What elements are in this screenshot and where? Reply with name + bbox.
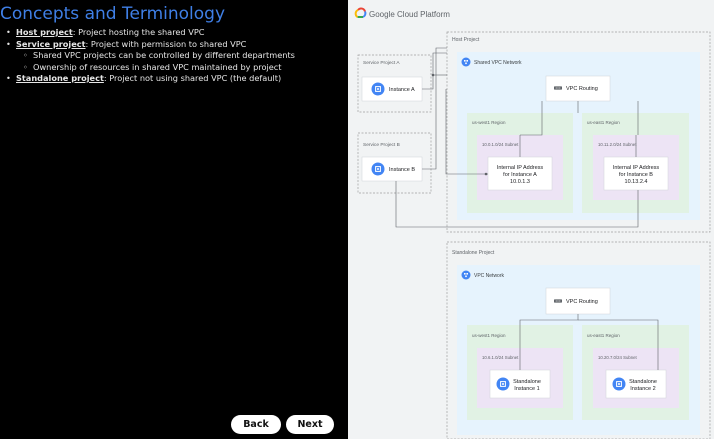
sub-bullet: Shared VPC projects can be controlled by… <box>6 50 346 62</box>
bullet-service-project: Service project: Project with permission… <box>6 39 346 51</box>
vpc-network-icon <box>461 57 471 67</box>
host-project-box <box>446 31 711 233</box>
subnet-label: 10.6.1.0/24 Subnet <box>482 355 519 360</box>
sub-bullet: Ownership of resources in shared VPC mai… <box>6 62 346 74</box>
vpc-routing-label: VPC Routing <box>566 299 598 305</box>
ip-line: for Instance A <box>503 172 537 178</box>
instance-line: Instance 1 <box>514 386 539 392</box>
connector-dot <box>431 73 435 77</box>
region-label: us-west1 Region <box>472 333 506 338</box>
bullet-list: Host project: Project hosting the shared… <box>6 27 346 85</box>
ip-address: 10.13.2.4 <box>625 179 648 185</box>
service-project-a-label: Service Project A <box>363 60 400 66</box>
bullet-text: : Project hosting the shared VPC <box>72 27 205 37</box>
vpc-routing-label: VPC Routing <box>566 86 598 92</box>
subnet-label: 10.0.1.0/24 Subnet <box>482 142 519 147</box>
bullet-standalone-project: Standalone project: Project not using sh… <box>6 73 346 85</box>
back-button[interactable]: Back <box>231 415 281 434</box>
service-project-b-label: Service Project B <box>363 142 400 148</box>
instance-a-label: Instance A <box>389 87 415 93</box>
logo-text: Google Cloud Platform <box>369 10 450 19</box>
bullet-text: : Project not using shared VPC (the defa… <box>103 73 282 83</box>
shared-vpc-diagram: Google Cloud Platform Host Project Share… <box>348 0 714 439</box>
region-label: us-east1 Region <box>587 333 620 338</box>
subnet-label: 10.11.2.0/24 Subnet <box>598 142 637 147</box>
region-label: us-west1 Region <box>472 120 506 125</box>
vpc-network-label: VPC Network <box>474 273 505 279</box>
subnet-label: 10.20.7.0/24 Subnet <box>598 355 638 360</box>
compute-instance-icon <box>371 82 385 96</box>
instance-line: Standalone <box>513 379 541 385</box>
region-label: us-east1 Region <box>587 120 620 125</box>
vpc-network-icon <box>461 270 471 280</box>
compute-instance-icon <box>496 377 510 391</box>
instance-line: Standalone <box>629 379 657 385</box>
bullet-host-project: Host project: Project hosting the shared… <box>6 27 346 39</box>
google-cloud-logo: Google Cloud Platform <box>354 7 450 19</box>
slide-title: Concepts and Terminology <box>0 4 226 24</box>
internal-ip-b-box <box>603 156 669 191</box>
ip-line: for Instance B <box>619 172 653 178</box>
internal-ip-a-box <box>487 156 553 191</box>
next-button[interactable]: Next <box>286 415 334 434</box>
connection-lines <box>395 47 639 228</box>
ip-address: 10.0.1.3 <box>510 179 530 185</box>
connector-dot <box>484 172 488 176</box>
standalone-project-box <box>446 241 711 439</box>
term-standalone-project: Standalone project <box>16 73 104 83</box>
ip-line: Internal IP Address <box>497 165 544 171</box>
compute-instance-icon <box>371 162 385 176</box>
standalone-connection-lines <box>519 314 659 370</box>
term-host-project: Host project <box>16 27 73 37</box>
instance-b-label: Instance B <box>389 167 415 173</box>
vpc-routing-icon <box>554 299 562 303</box>
shared-vpc-label: Shared VPC Network <box>474 60 522 66</box>
ip-line: Internal IP Address <box>613 165 660 171</box>
term-service-project: Service project <box>16 38 86 49</box>
instance-line: Instance 2 <box>630 386 655 392</box>
standalone-project-label: Standalone Project <box>452 250 495 256</box>
bullet-text: : Project with permission to shared VPC <box>85 38 247 49</box>
service-project-a-box <box>357 54 432 113</box>
vpc-routing-icon <box>554 86 562 90</box>
service-project-b-box <box>357 132 432 194</box>
host-project-label: Host Project <box>452 37 480 43</box>
compute-instance-icon <box>612 377 626 391</box>
